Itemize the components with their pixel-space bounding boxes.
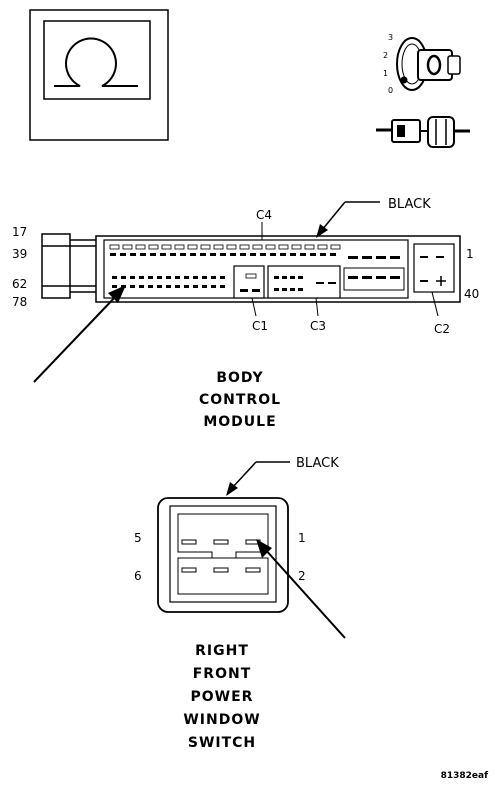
connector-label-c2: C2 <box>434 322 450 336</box>
omega-symbol-box <box>29 9 169 141</box>
switch-pin-5: 5 <box>134 531 142 545</box>
bcm-pin-arrow <box>33 285 126 383</box>
bcm-title-line-1: BODY <box>216 370 263 386</box>
bcm-pin-1: 1 <box>466 247 474 261</box>
switch-title-line-2: FRONT <box>193 666 252 682</box>
bcm-pin-40: 40 <box>464 287 479 301</box>
ignition-pos-2: 2 <box>383 51 388 60</box>
bcm-title-line-2: CONTROL <box>199 392 281 408</box>
c4-top-row-pins <box>109 244 341 256</box>
bcm-pin-78: 78 <box>12 295 27 309</box>
switch-title-line-4: WINDOW <box>183 712 260 728</box>
switch-pin-2: 2 <box>298 569 306 583</box>
bcm-pin-39: 39 <box>12 247 27 261</box>
bcm-color-label: BLACK <box>388 197 431 212</box>
ignition-key-icon <box>396 37 461 91</box>
switch-title-line-3: POWER <box>191 689 254 705</box>
switch-pin-6: 6 <box>134 569 142 583</box>
omega-icon <box>54 37 138 87</box>
c3-connector <box>267 265 341 299</box>
connector-terminal-icon <box>376 116 470 148</box>
connector-label-c3: C3 <box>310 319 326 333</box>
switch-title-line-5: SWITCH <box>188 735 256 751</box>
c4-right-pins <box>343 256 405 291</box>
bcm-pin-17: 17 <box>12 225 27 239</box>
bcm-pin-62: 62 <box>12 277 27 291</box>
bcm-color-callout <box>316 201 380 238</box>
ignition-pos-0: 0 <box>388 86 393 95</box>
c1-connector <box>233 265 265 299</box>
connector-label-c1: C1 <box>252 319 268 333</box>
switch-connector <box>157 497 289 613</box>
c4-bottom-pins <box>112 276 225 288</box>
c2-connector <box>413 243 455 293</box>
bcm-connector <box>41 222 461 317</box>
switch-pin-arrow <box>256 539 346 639</box>
ignition-pos-3: 3 <box>388 33 393 42</box>
bcm-title-line-3: MODULE <box>203 414 276 430</box>
switch-color-label: BLACK <box>296 456 339 471</box>
switch-title-line-1: RIGHT <box>195 643 249 659</box>
figure-id: 81382eaf <box>441 771 488 781</box>
switch-pin-1: 1 <box>298 531 306 545</box>
ignition-pos-1: 1 <box>383 69 388 78</box>
connector-label-c4: C4 <box>256 208 272 222</box>
switch-color-callout <box>226 461 290 496</box>
